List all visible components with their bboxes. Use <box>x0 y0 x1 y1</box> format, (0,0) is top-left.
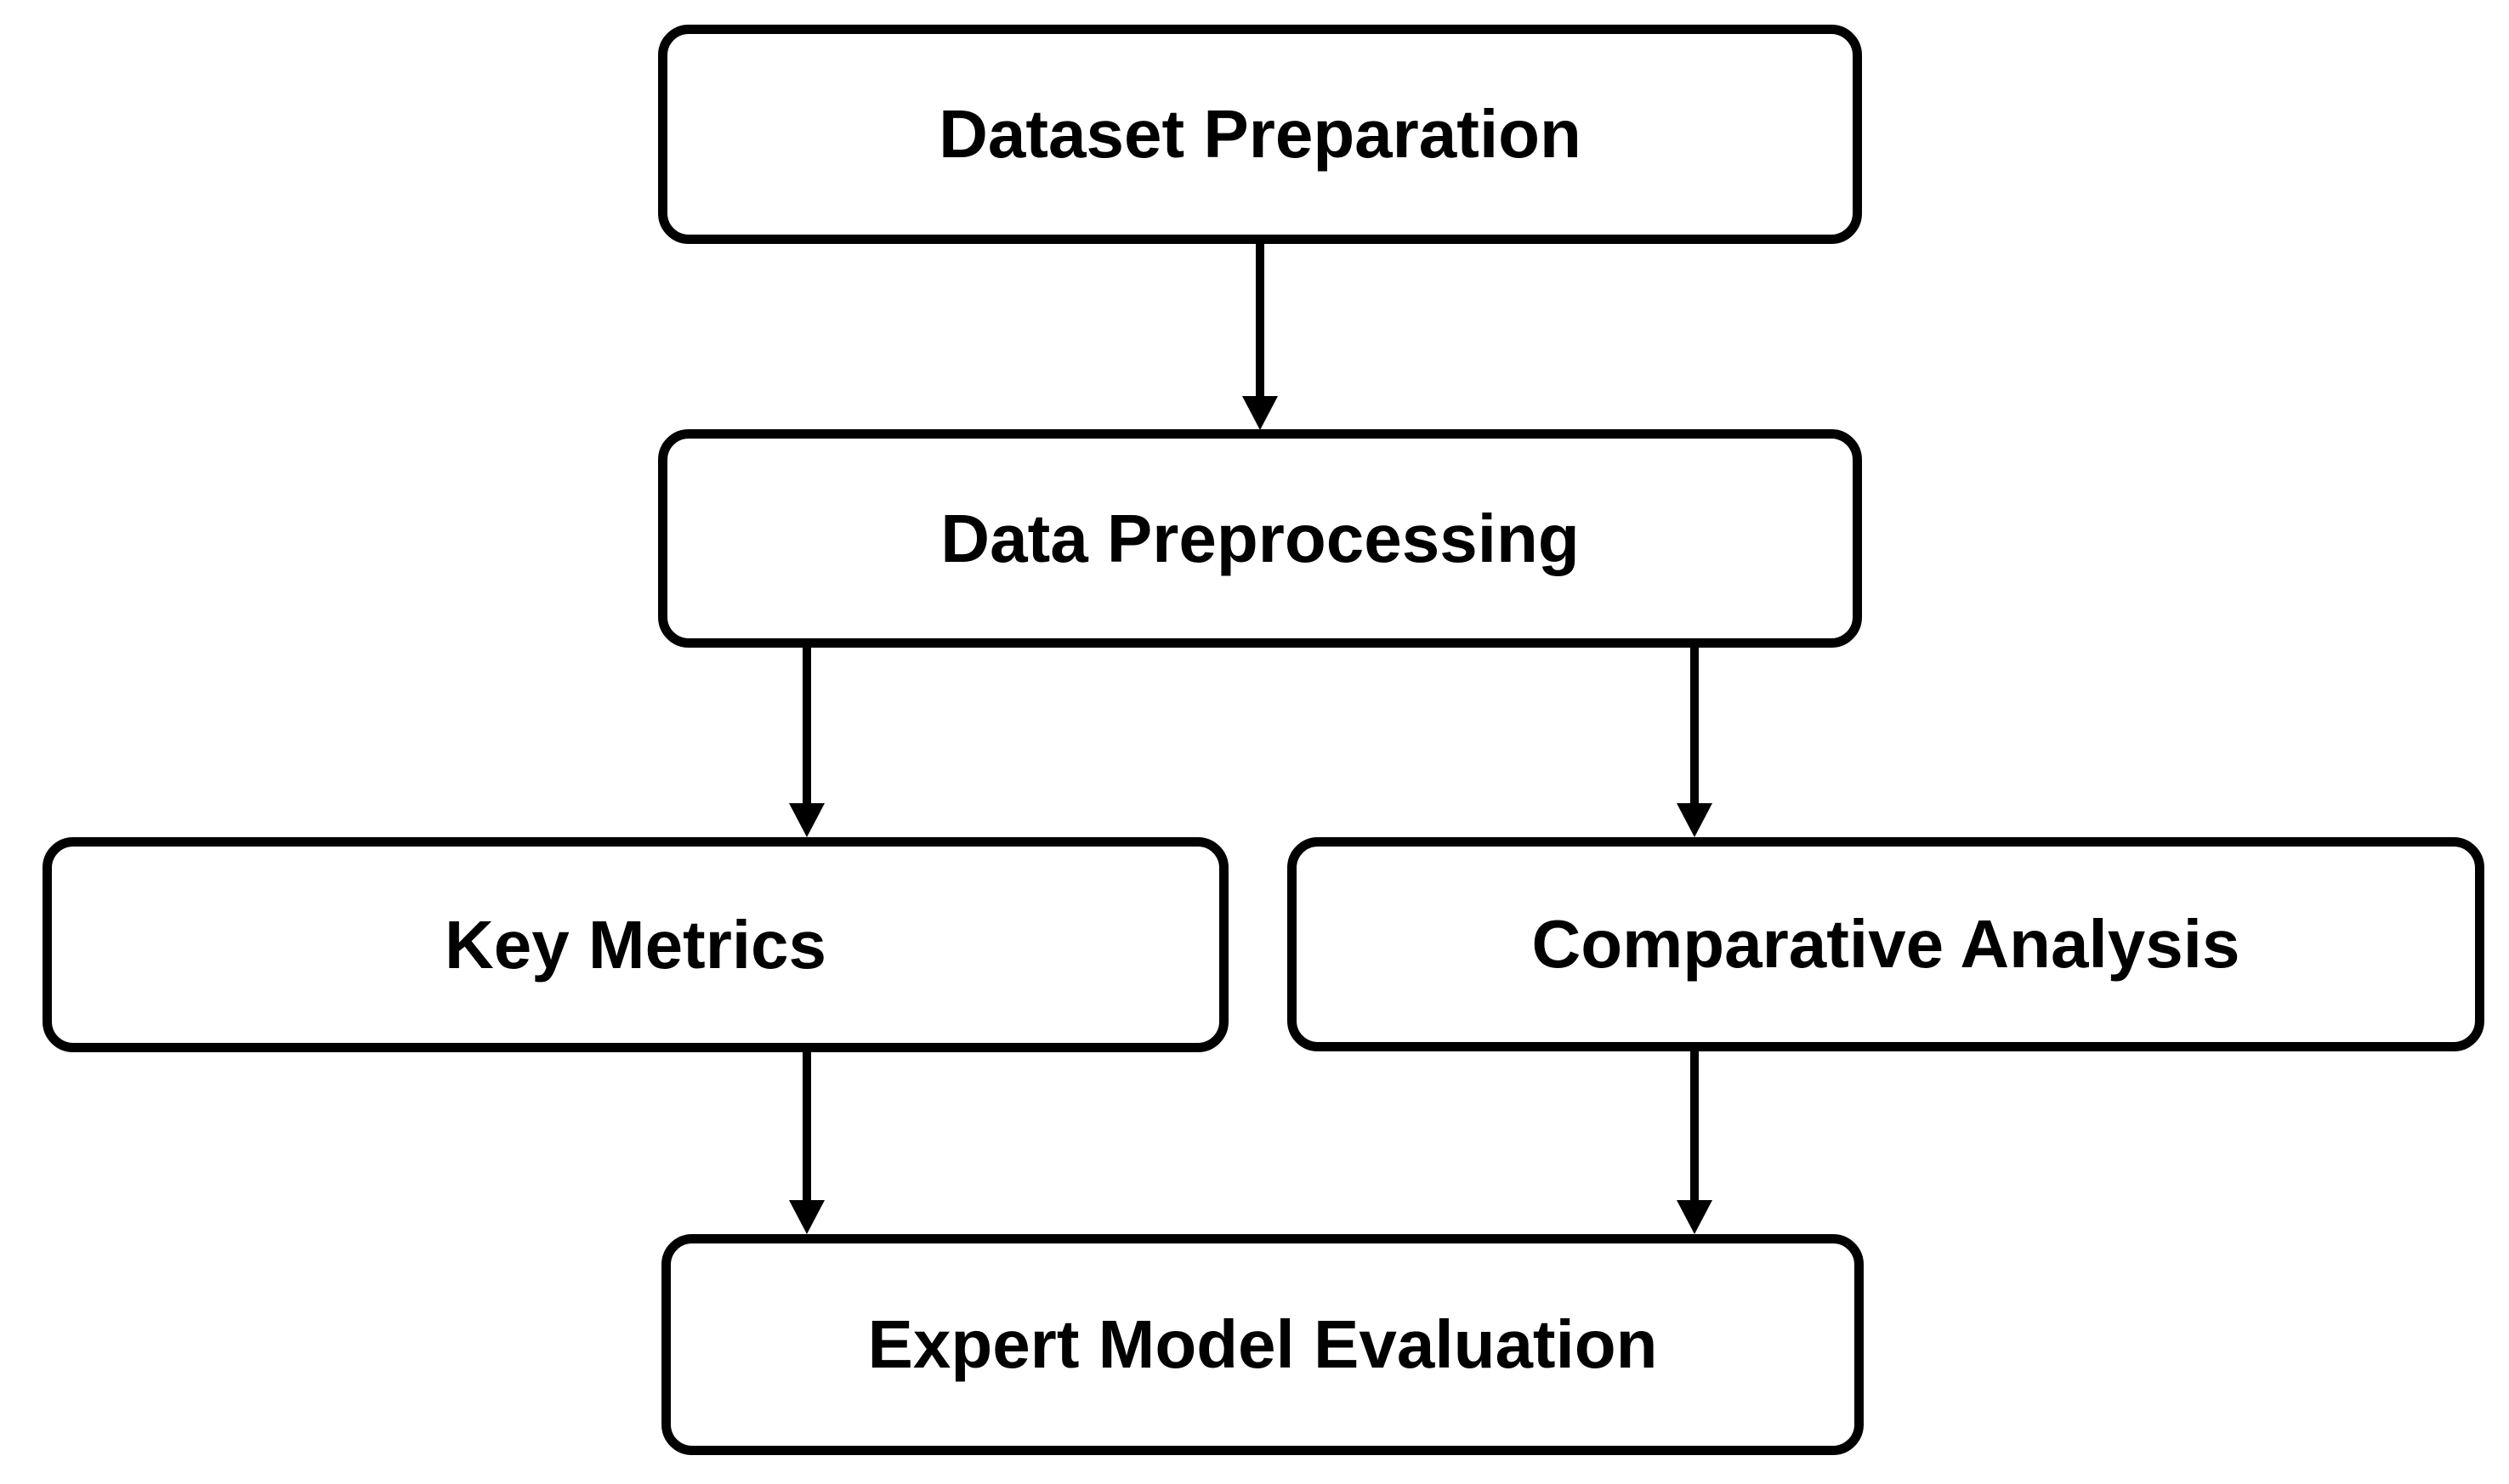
node-comparative-analysis-label: Comparative Analysis <box>1531 906 2240 982</box>
edge-key-metrics-to-expert-model-evaluation <box>789 1051 825 1234</box>
node-data-preprocessing: Data Preprocessing <box>658 429 1862 648</box>
node-expert-model-evaluation-label: Expert Model Evaluation <box>867 1306 1658 1382</box>
node-key-metrics: Key Metrics <box>43 837 1229 1052</box>
edge-data-preprocessing-to-comparative-analysis <box>1677 646 1712 837</box>
edge-comparative-analysis-to-expert-model-evaluation <box>1677 1051 1712 1234</box>
edge-dataset-preparation-to-data-preprocessing <box>1242 241 1278 430</box>
node-comparative-analysis: Comparative Analysis <box>1287 837 2484 1051</box>
node-key-metrics-label: Key Metrics <box>444 906 827 983</box>
edge-data-preprocessing-to-key-metrics <box>789 646 825 837</box>
node-expert-model-evaluation: Expert Model Evaluation <box>661 1234 1864 1455</box>
node-dataset-preparation: Dataset Preparation <box>658 25 1862 244</box>
node-dataset-preparation-label: Dataset Preparation <box>939 96 1581 172</box>
node-data-preprocessing-label: Data Preprocessing <box>940 500 1580 576</box>
